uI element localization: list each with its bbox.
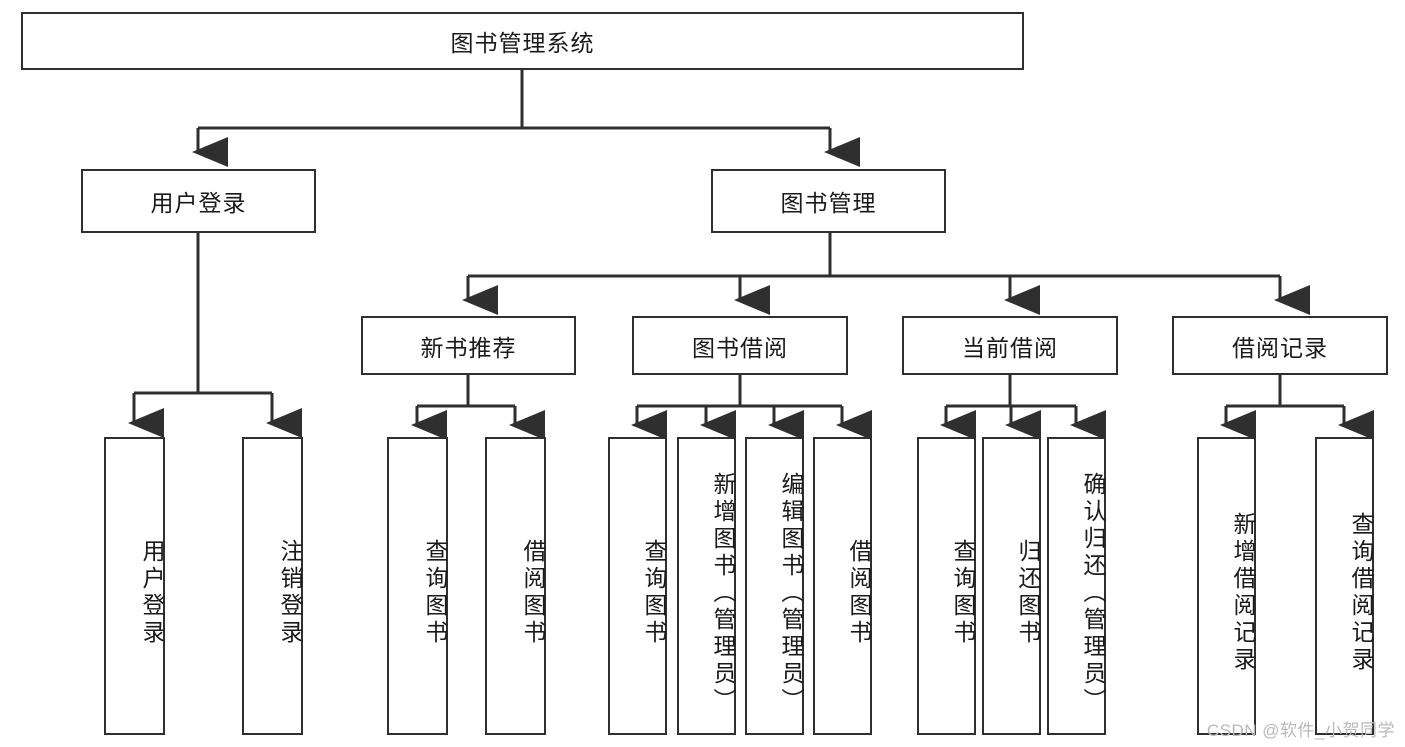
node-label: 确认归还（管理员）: [1080, 471, 1106, 715]
node-book-manage[interactable]: 图书管理: [711, 169, 946, 233]
node-leaf-edit-book-admin[interactable]: 编辑图书（管理员）: [745, 437, 804, 735]
watermark: CSDN @软件_小贺同学: [1206, 721, 1395, 740]
node-label: 查询图书: [641, 539, 667, 647]
node-label: 借阅记录: [1232, 334, 1328, 361]
node-label: 注销登录: [277, 539, 303, 647]
node-leaf-return-book[interactable]: 归还图书: [982, 437, 1041, 735]
node-leaf-add-book-admin[interactable]: 新增图书（管理员）: [677, 437, 736, 735]
node-label: 用户登录: [139, 539, 165, 647]
node-leaf-add-borrow-record[interactable]: 新增借阅记录: [1197, 437, 1256, 735]
node-leaf-confirm-return-admin[interactable]: 确认归还（管理员）: [1047, 437, 1106, 735]
node-label: 借阅图书: [520, 539, 546, 647]
node-label: 编辑图书（管理员）: [778, 471, 804, 715]
node-user-login[interactable]: 用户登录: [81, 169, 316, 233]
node-leaf-query-book[interactable]: 查询图书: [608, 437, 667, 735]
node-leaf-borrow-book[interactable]: 借阅图书: [813, 437, 872, 735]
node-current-borrow[interactable]: 当前借阅: [902, 316, 1118, 375]
node-leaf-query-borrow-record[interactable]: 查询借阅记录: [1315, 437, 1374, 735]
node-label: 当前借阅: [962, 334, 1058, 361]
node-label: 查询借阅记录: [1348, 512, 1374, 674]
node-label: 借阅图书: [846, 539, 872, 647]
node-label: 新书推荐: [420, 334, 517, 361]
node-leaf-query-book-current[interactable]: 查询图书: [917, 437, 976, 735]
node-leaf-query-book-recommend[interactable]: 查询图书: [387, 437, 448, 735]
node-label: 用户登录: [150, 190, 247, 216]
node-label: 归还图书: [1015, 539, 1041, 647]
node-label: 图书管理: [780, 190, 877, 216]
node-label: 图书借阅: [692, 334, 788, 361]
node-leaf-borrow-book-recommend[interactable]: 借阅图书: [485, 437, 546, 735]
node-borrow-record[interactable]: 借阅记录: [1172, 316, 1388, 375]
node-label: 新增图书（管理员）: [710, 471, 736, 715]
node-label: 查询图书: [422, 539, 448, 647]
node-new-book-recommend[interactable]: 新书推荐: [361, 316, 576, 375]
node-leaf-user-logout[interactable]: 注销登录: [242, 437, 303, 735]
node-label: 图书管理系统: [450, 30, 595, 56]
node-label: 查询图书: [950, 539, 976, 647]
node-book-borrow[interactable]: 图书借阅: [632, 316, 848, 375]
node-label: 新增借阅记录: [1230, 512, 1256, 674]
node-leaf-user-login[interactable]: 用户登录: [104, 437, 165, 735]
node-root-system[interactable]: 图书管理系统: [21, 12, 1024, 70]
